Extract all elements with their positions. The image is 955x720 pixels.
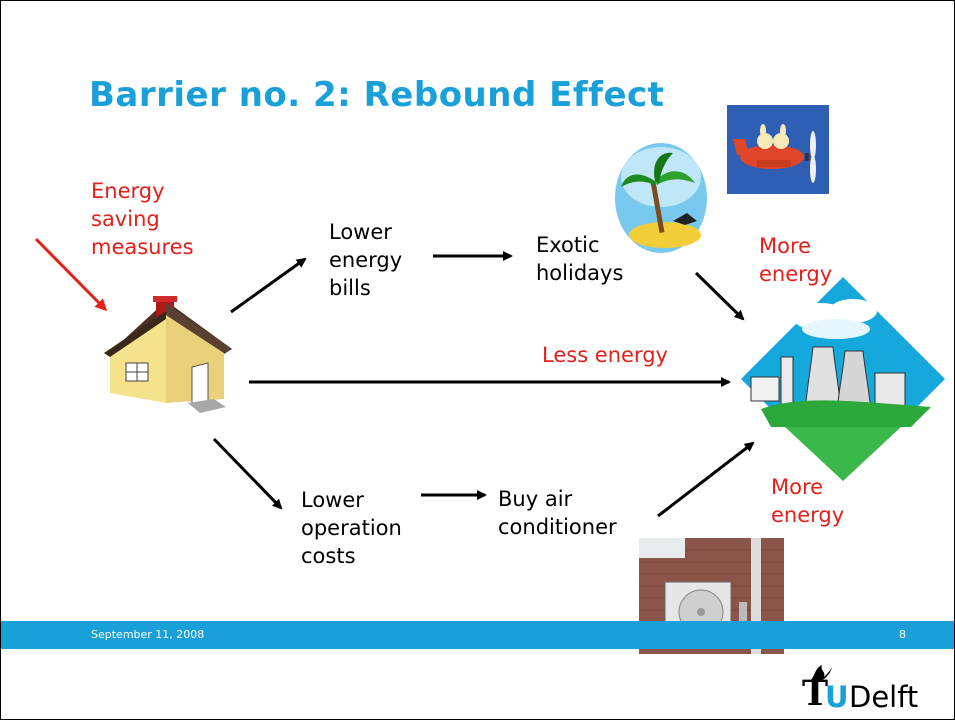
power-plant-image (741, 277, 945, 481)
footer-date: September 11, 2008 (91, 628, 205, 641)
tudelft-logo: T U Delft (802, 663, 918, 714)
logo-letter-t: T (802, 673, 829, 714)
more-energy-top-label: More energy (759, 234, 833, 286)
flame-icon (810, 665, 832, 682)
less-energy-label: Less energy (542, 343, 668, 367)
arrow-measures-to-house (34, 237, 108, 312)
exotic-holidays-label: Exotic holidays (536, 233, 624, 285)
airplane-image (727, 105, 829, 194)
page-number: 8 (899, 628, 906, 641)
buy-air-conditioner-label: Buy air conditioner (498, 487, 617, 539)
footer-bar (1, 621, 954, 649)
house-image (104, 296, 232, 413)
arrow-house-to-costs (212, 437, 283, 510)
lower-operation-costs-label: Lower operation costs (301, 488, 402, 568)
arrow-aircon-to-plant (657, 441, 755, 518)
arrow-holidays-to-plant (694, 271, 745, 321)
island-image (615, 143, 707, 253)
logo-letter-u: U (825, 680, 849, 714)
lower-energy-bills-label: Lower energy bills (329, 220, 403, 300)
energy-saving-measures-label: Energy saving measures (91, 179, 194, 259)
logo-text-delft: Delft (849, 680, 919, 714)
slide-title: Barrier no. 2: Rebound Effect (89, 75, 665, 115)
more-energy-bottom-label: More energy (771, 475, 845, 527)
arrow-house-to-bills (230, 257, 307, 314)
